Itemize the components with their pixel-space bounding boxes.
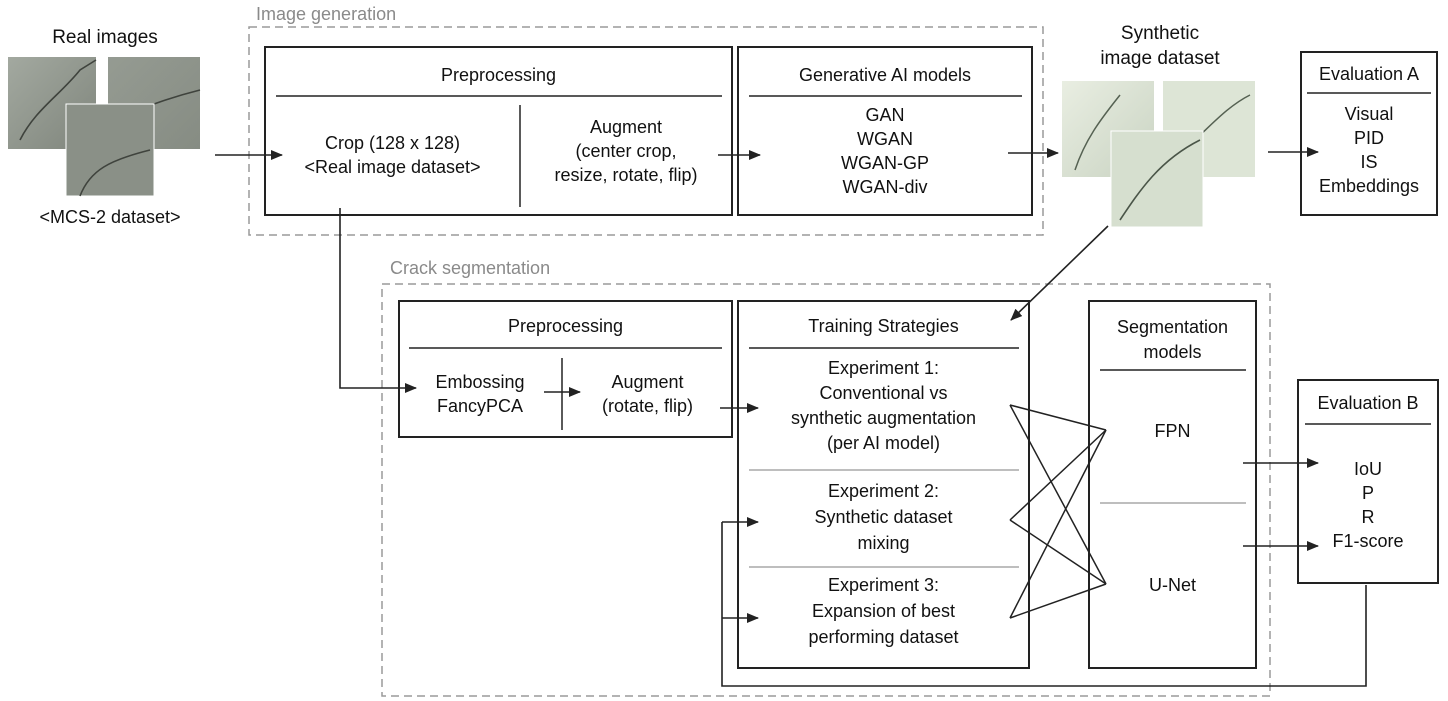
evaluation-a-title: Evaluation A — [1318, 64, 1420, 84]
exp3-line3: performing dataset — [808, 627, 959, 647]
model-wgan: WGAN — [857, 129, 913, 149]
seg-models-title-line2: models — [1143, 342, 1202, 362]
seg-models-title-line1: Segmentation — [1116, 317, 1229, 337]
image-generation-label: Image generation — [256, 4, 397, 24]
evaluation-b-box — [1297, 379, 1439, 584]
eval-b-f1: F1-score — [1332, 531, 1404, 551]
synthetic-title-line2: image dataset — [1100, 48, 1220, 69]
eval-a-is: IS — [1360, 152, 1378, 172]
gen-augment-line1: Augment — [589, 117, 663, 137]
real-images-photos — [8, 57, 201, 197]
eval-a-pid: PID — [1353, 128, 1384, 148]
eval-b-p: P — [1361, 483, 1374, 503]
image-generation-section — [248, 26, 1044, 236]
gen-augment-line3: resize, rotate, flip) — [554, 165, 698, 185]
feedback-loop-line — [721, 522, 1367, 687]
seg-preprocessing-title: Preprocessing — [507, 316, 624, 336]
crack-segmentation-section — [381, 283, 1271, 697]
exp1-line4: (per AI model) — [826, 433, 941, 453]
eval-b-iou: IoU — [1353, 459, 1382, 479]
model-wgan-gp: WGAN-GP — [841, 153, 929, 173]
real-images-caption: <MCS-2 dataset> — [39, 207, 181, 227]
generative-title: Generative AI models — [798, 65, 972, 85]
gen-preprocessing-title: Preprocessing — [440, 65, 557, 85]
eval-b-r: R — [1361, 507, 1375, 527]
gen-preprocessing-box — [264, 46, 733, 216]
segmentation-models-box — [1088, 300, 1257, 669]
exp2-line1: Experiment 2: — [827, 481, 940, 501]
generative-models-box — [737, 46, 1033, 216]
arrow-crop-to-embossing — [339, 208, 417, 393]
evaluation-b-title: Evaluation B — [1317, 393, 1419, 413]
exp2-line3: mixing — [857, 533, 910, 553]
exp3-line1: Experiment 3: — [827, 575, 940, 595]
embossing-label: Embossing — [435, 372, 525, 392]
evaluation-a-box — [1300, 51, 1438, 216]
training-title: Training Strategies — [808, 316, 959, 336]
training-strategies-box — [737, 300, 1030, 669]
seg-augment-line1: Augment — [611, 372, 684, 392]
model-wgan-div: WGAN-div — [842, 177, 928, 197]
model-gan: GAN — [865, 105, 905, 125]
seg-preprocessing-box — [398, 300, 733, 438]
crop-label: Crop (128 x 128) — [324, 133, 461, 153]
model-unet: U-Net — [1148, 575, 1196, 595]
gen-augment-line2: (center crop, — [575, 141, 677, 161]
arrow-synthetic-to-training — [1010, 225, 1109, 321]
experiment-to-model-links — [1009, 404, 1107, 619]
exp1-line3: synthetic augmentation — [790, 408, 977, 428]
eval-a-embeddings: Embeddings — [1318, 176, 1420, 196]
exp2-line2: Synthetic dataset — [814, 507, 953, 527]
crack-segmentation-label: Crack segmentation — [390, 258, 551, 278]
exp1-line1: Experiment 1: — [827, 358, 940, 378]
seg-augment-line2: (rotate, flip) — [601, 396, 694, 416]
real-images-title: Real images — [52, 27, 158, 48]
model-fpn: FPN — [1154, 421, 1191, 441]
fancypca-label: FancyPCA — [436, 396, 524, 416]
eval-a-visual: Visual — [1344, 104, 1394, 124]
synthetic-images-photos — [1062, 81, 1255, 228]
exp3-line2: Expansion of best — [811, 601, 956, 621]
exp1-line2: Conventional vs — [819, 383, 948, 403]
synthetic-title-line1: Synthetic — [1120, 23, 1200, 44]
real-image-dataset-label: <Real image dataset> — [304, 157, 481, 177]
